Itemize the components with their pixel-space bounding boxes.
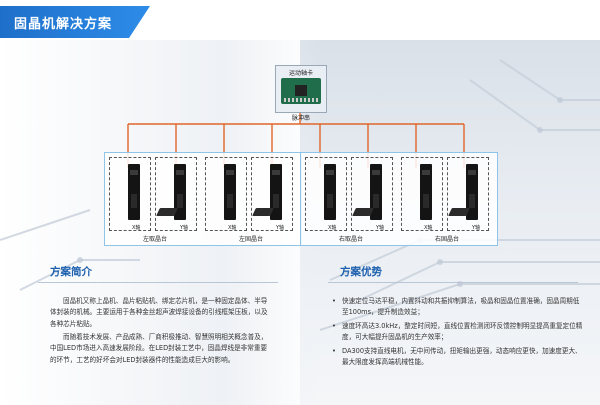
- axis-label: Y轴: [472, 225, 481, 231]
- linear-motor-icon: [156, 208, 178, 216]
- servo-drive-icon: [224, 164, 236, 220]
- group-label-right: 左固晶台: [238, 236, 263, 243]
- advantages-list: 快速定位马达平稳，内置抖动和共振抑制算法，吸晶和固晶位置准确，固晶周期低至100…: [332, 296, 584, 370]
- servo-drive-icon: [466, 164, 478, 220]
- linear-motor-icon: [448, 208, 470, 216]
- group-label-right: 右固晶台: [434, 236, 459, 243]
- drive-slot: X轴: [109, 157, 151, 231]
- axis-label: X轴: [424, 225, 433, 231]
- drive-slot: Y轴: [447, 157, 489, 231]
- intro-divider: [38, 282, 278, 283]
- drive-slot: X轴: [205, 157, 247, 231]
- drive-slot: X轴: [305, 157, 347, 231]
- pin-header-icon: [284, 98, 318, 102]
- list-item: DA300支持直线电机，无中间传动，扭矩输出更强，动态响应更快，加速度更大、最大…: [332, 346, 584, 369]
- bus-label: 脉冲串: [292, 115, 311, 122]
- servo-drive-icon: [420, 164, 432, 220]
- servo-drive-icon: [370, 164, 382, 220]
- servo-drive-icon: [270, 164, 282, 220]
- list-item: 速度环高达3.0kHz，整定时间短，直线位置检测闭环反馈控制明显提高重复定位精度…: [332, 321, 584, 344]
- intro-paragraph: 而随着技术发展、产品成熟、厂商积极推动、智慧照明相关概念普及，中国LED市场进入…: [50, 333, 268, 364]
- header-bar: 固晶机解决方案: [0, 0, 600, 40]
- circuit-board-icon: [281, 78, 321, 104]
- drive-slot: Y轴: [351, 157, 393, 231]
- header-tab: [0, 6, 150, 38]
- advantages-divider: [328, 282, 578, 283]
- servo-drive-icon: [174, 164, 186, 220]
- axis-label: X轴: [328, 225, 337, 231]
- left-station-group: X轴 Y轴 X轴 Y轴 左取晶台 左固晶台: [104, 152, 302, 246]
- controller-label: 运动轴卡: [288, 70, 313, 77]
- drive-slot: X轴: [401, 157, 443, 231]
- motion-control-card: 运动轴卡: [275, 65, 327, 113]
- group-label-left: 右取晶台: [338, 236, 363, 243]
- intro-title: 方案简介: [50, 266, 92, 278]
- circuit-traces-graphic: [0, 59, 600, 331]
- chip-icon: [295, 85, 307, 96]
- intro-paragraph: 固晶机又称上晶机、晶片粘贴机、绑定芯片机，是一种固定晶体、半导体封装的机械。主要…: [50, 297, 268, 328]
- linear-motor-icon: [352, 208, 374, 216]
- linear-motor-icon: [252, 208, 274, 216]
- axis-label: X轴: [132, 225, 141, 231]
- servo-drive-icon: [128, 164, 140, 220]
- axis-label: X轴: [228, 225, 237, 231]
- group-label-left: 左取晶台: [142, 236, 167, 243]
- drive-slot: Y轴: [251, 157, 293, 231]
- system-diagram: 运动轴卡 脉冲串 X轴 Y轴 X轴: [0, 40, 600, 260]
- servo-drive-icon: [324, 164, 336, 220]
- page-title: 固晶机解决方案: [14, 17, 113, 32]
- drive-slot: Y轴: [155, 157, 197, 231]
- right-station-group: X轴 Y轴 X轴 Y轴 右取晶台 右固晶台: [300, 152, 498, 246]
- axis-label: Y轴: [180, 225, 189, 231]
- list-item: 快速定位马达平稳，内置抖动和共振抑制算法，吸晶和固晶位置准确，固晶周期低至100…: [332, 296, 584, 319]
- axis-label: Y轴: [276, 225, 285, 231]
- axis-label: Y轴: [376, 225, 385, 231]
- advantages-title: 方案优势: [340, 266, 382, 278]
